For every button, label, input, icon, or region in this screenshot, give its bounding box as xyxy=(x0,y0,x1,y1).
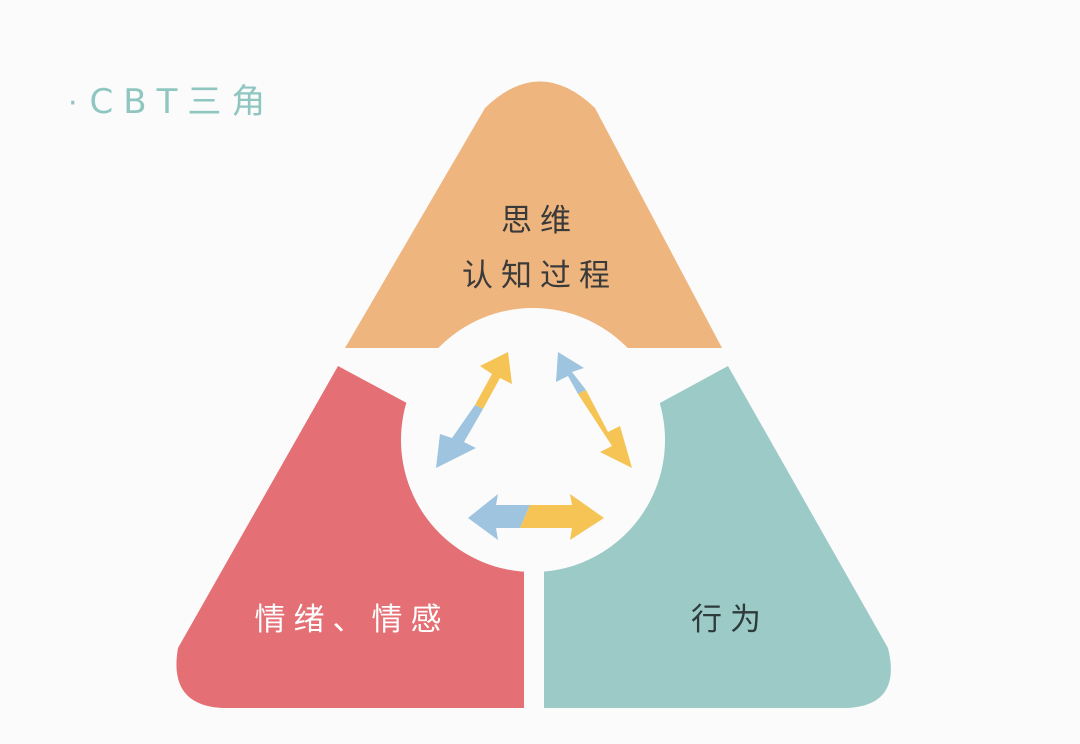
title-text: CBT三角 xyxy=(89,82,276,122)
segment-thinking xyxy=(345,81,722,348)
arrow-left-icon xyxy=(436,352,512,468)
center-circle xyxy=(401,308,665,572)
bullet-dot: · xyxy=(68,86,90,121)
cycle-arrows xyxy=(436,352,632,540)
label-emotion: 情绪、情感 xyxy=(254,602,450,638)
label-cognitive-process: 认知过程 xyxy=(462,258,618,294)
label-thinking: 思维 xyxy=(501,203,579,239)
slide-title: ·CBT三角 xyxy=(68,74,275,123)
arrow-bottom-icon xyxy=(468,494,604,540)
label-behavior: 行为 xyxy=(691,602,769,638)
arrow-right-icon xyxy=(556,352,632,468)
